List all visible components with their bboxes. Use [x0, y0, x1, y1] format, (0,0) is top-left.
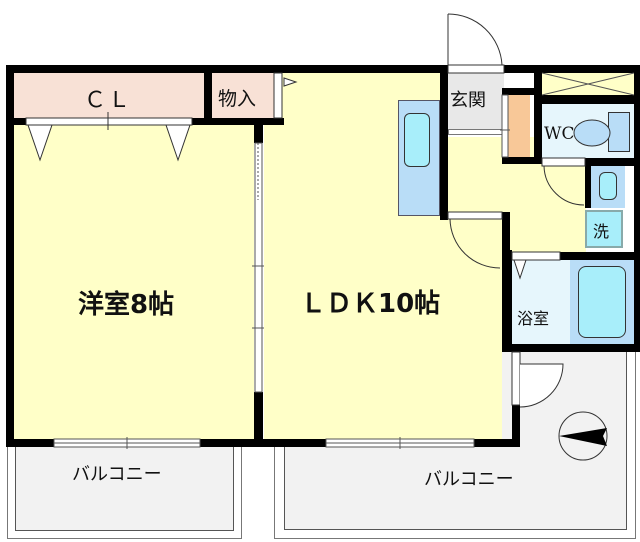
toilet-label: WC	[544, 124, 575, 144]
wall-bottom-right	[474, 439, 520, 447]
hall-door-icon	[447, 211, 503, 269]
washbasin-bowl	[599, 172, 617, 200]
wall-left	[6, 65, 14, 447]
western-room-floor	[14, 125, 254, 439]
balcony-door-icon	[511, 351, 564, 408]
closet-label: ＣＬ	[84, 88, 133, 113]
wall-bath-bottom	[502, 344, 640, 352]
storage-door-icon	[273, 72, 298, 119]
shoe-cabinet-door-icon	[500, 94, 510, 158]
wall-right	[634, 65, 640, 352]
entrance	[448, 73, 504, 129]
kitchen-sink	[404, 113, 430, 167]
north-arrow-icon	[558, 411, 608, 461]
wall-bottom-left	[6, 439, 54, 447]
pipe-space-icon	[541, 72, 635, 96]
wall-wc-bottom	[585, 158, 640, 166]
wc-door-icon	[541, 157, 586, 206]
balcony-left	[7, 442, 242, 539]
ldk-label: ＬＤＫ10帖	[300, 289, 441, 319]
wall-top	[6, 65, 444, 73]
washer-pan	[585, 210, 623, 248]
entrance-label: 玄関	[450, 90, 486, 111]
western-window-icon	[53, 437, 201, 449]
wall-closet-divider	[204, 73, 212, 118]
bathroom-label: 浴室	[517, 309, 550, 328]
bathtub-basin	[578, 266, 626, 338]
wall-bath-left	[502, 250, 512, 350]
washer-label: 洗	[593, 222, 610, 241]
wall-cabinet	[502, 88, 542, 95]
wall-bottom-mid	[200, 439, 326, 447]
wall-partition	[254, 125, 263, 143]
wall-top-right	[500, 65, 640, 73]
toilet-bowl-icon	[573, 119, 611, 147]
storage	[212, 73, 274, 118]
entrance-door-icon	[447, 13, 505, 74]
bathroom-door-icon	[511, 251, 561, 280]
wall-closet-bottom-right	[192, 118, 284, 125]
wall-ldk-right	[440, 65, 448, 220]
balcony-left-label: バルコニー	[72, 464, 162, 485]
balcony-right-label: バルコニー	[424, 469, 514, 490]
closet-door-icon	[25, 112, 193, 162]
closet	[14, 73, 204, 118]
wall-ldk-lower-right-2	[512, 405, 520, 447]
wall-washbasin-right	[585, 166, 591, 208]
shoe-cabinet	[508, 95, 530, 157]
wall-bath-top	[560, 252, 640, 260]
wall-wc-left	[534, 65, 542, 161]
wall-closet-bottom	[6, 118, 26, 125]
wall-partition-lower	[254, 392, 263, 447]
wall-cabinet-bottom	[502, 157, 542, 164]
wall-wc-top	[534, 95, 640, 104]
partition-sliding-door-icon	[252, 142, 264, 393]
storage-label: 物入	[218, 88, 257, 110]
ldk-window-icon	[325, 437, 475, 449]
western-room-label: 洋室8帖	[78, 290, 175, 320]
